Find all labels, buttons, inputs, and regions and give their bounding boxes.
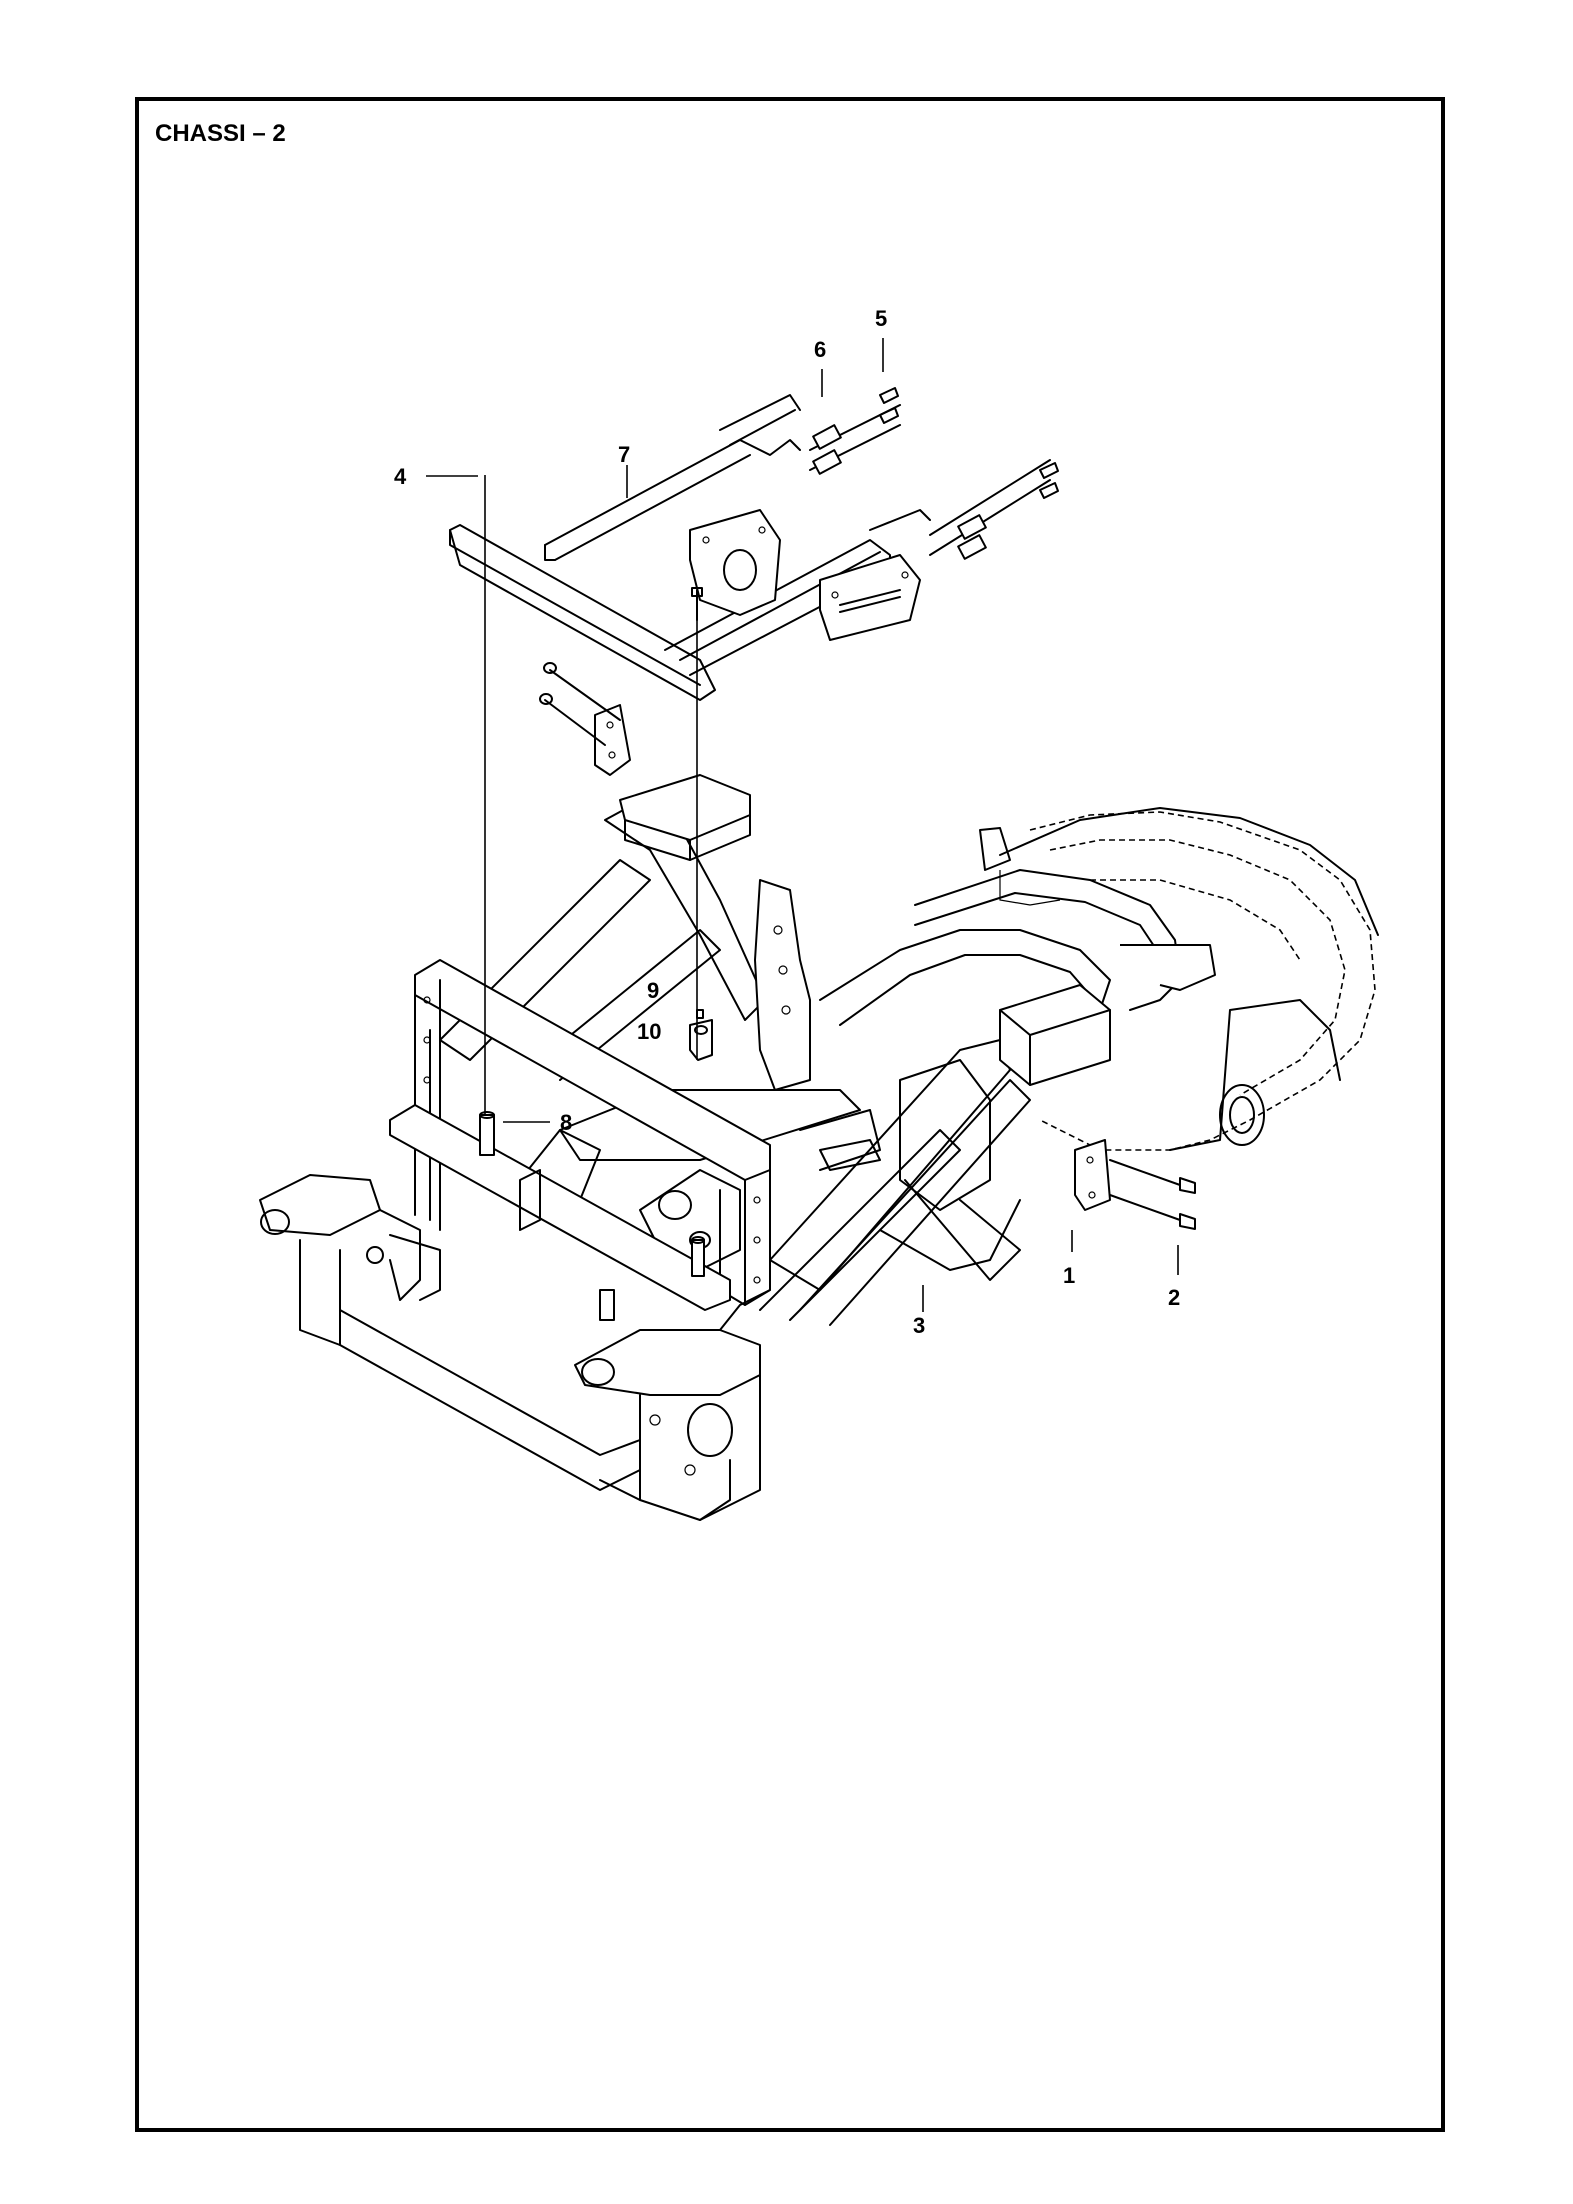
- front-bumper: [259, 1174, 771, 1521]
- callout-2: 2: [1168, 1285, 1180, 1310]
- drawing-frame: [135, 97, 1445, 2132]
- callout-6: 6: [814, 337, 826, 362]
- seat-bracket-hardware: [539, 587, 703, 776]
- callout-1: 1: [1063, 1263, 1075, 1288]
- callout-7: 7: [618, 442, 630, 467]
- seat-frame-part-7: [449, 387, 1059, 701]
- right-rear-bracket: [1074, 1139, 1196, 1230]
- callout-4: 4: [394, 464, 407, 489]
- callout-3: 3: [913, 1313, 925, 1338]
- callout-8: 8: [560, 1110, 572, 1135]
- page-title: CHASSI – 2: [155, 120, 286, 147]
- callout-leaders: [426, 338, 1179, 1312]
- rear-frame-outline: [999, 807, 1379, 1151]
- front-cross-frame: [389, 959, 771, 1321]
- callout-10: 10: [637, 1019, 661, 1044]
- callout-9: 9: [647, 978, 659, 1003]
- callout-numbers: 1 2 3 4 5 6 7 8 9 10: [394, 306, 1180, 1338]
- main-chassis: [439, 774, 1216, 1326]
- callout-5: 5: [875, 306, 887, 331]
- assembly-lines: [484, 475, 698, 1115]
- part-10-bracket: [689, 1009, 713, 1061]
